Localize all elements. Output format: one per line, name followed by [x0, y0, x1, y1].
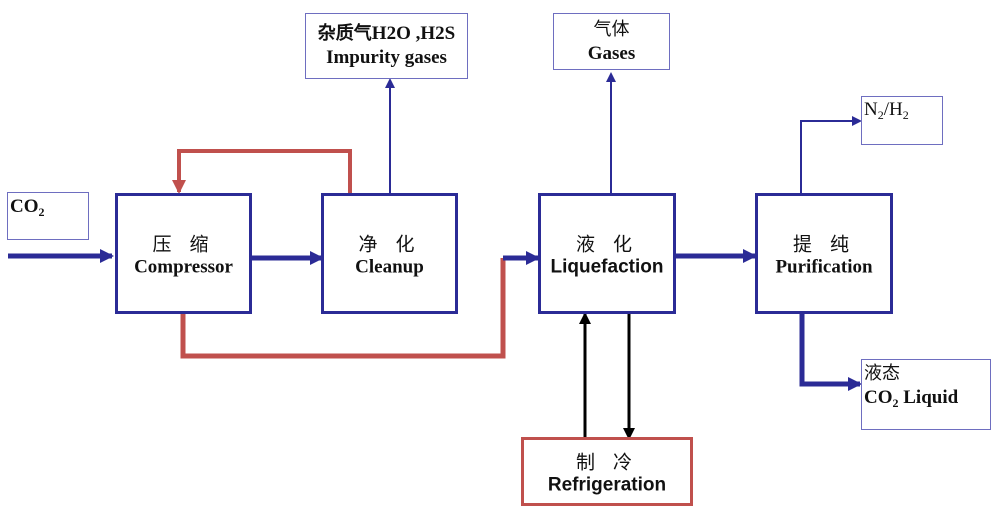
gases-box: 气体 Gases	[553, 13, 670, 70]
liquefaction-box: 液 化 Liquefaction	[538, 193, 676, 314]
purification-box: 提 纯 Purification	[755, 193, 893, 314]
compressor-en-label: Compressor	[134, 256, 233, 277]
compressor-zh-label: 压 缩	[152, 233, 215, 255]
compressor-box: 压 缩 Compressor	[115, 193, 252, 314]
co2-liquid-label: 液态 CO2 Liquid	[864, 362, 958, 410]
impurity-gases-en-label: Impurity gases	[326, 47, 447, 68]
co2-input-label: CO2	[10, 196, 45, 219]
co2-liquid-en-label: CO2 Liquid	[864, 387, 959, 410]
gases-en-label: Gases	[587, 42, 636, 64]
liquefaction-zh-label: 液 化	[575, 233, 639, 255]
recycle-cleanup-to-compressor	[172, 149, 352, 194]
arrow-purification-to-co2-liquid	[799, 314, 862, 391]
purification-en-label: Purification	[775, 256, 873, 277]
gases-zh-label: 气体	[593, 18, 630, 40]
co2-liquid-box: 液态 CO2 Liquid	[861, 359, 991, 430]
refrigeration-zh-label: 制 冷	[575, 451, 639, 473]
co2-liquid-zh-label: 液态	[864, 363, 900, 384]
purification-zh-label: 提 纯	[792, 233, 856, 255]
n2-h2-box: N2/H2	[861, 96, 943, 145]
cleanup-box: 净 化 Cleanup	[321, 193, 458, 314]
arrow-purification-to-n2h2	[800, 116, 862, 194]
refrigeration-en-label: Refrigeration	[547, 474, 667, 495]
n2-h2-label: N2/H2	[864, 99, 909, 122]
refrigeration-box: 制 冷 Refrigeration	[521, 437, 693, 506]
co2-input-box: CO2	[7, 192, 89, 240]
impurity-gases-box: 杂质气H2O ,H2S Impurity gases	[305, 13, 468, 79]
bypass-compressor-to-liquefaction	[180, 258, 506, 359]
cleanup-en-label: Cleanup	[355, 256, 424, 277]
impurity-gases-zh-label: 杂质气H2O ,H2S	[317, 23, 456, 44]
liquefaction-en-label: Liquefaction	[550, 256, 664, 277]
cleanup-zh-label: 净 化	[358, 233, 421, 255]
